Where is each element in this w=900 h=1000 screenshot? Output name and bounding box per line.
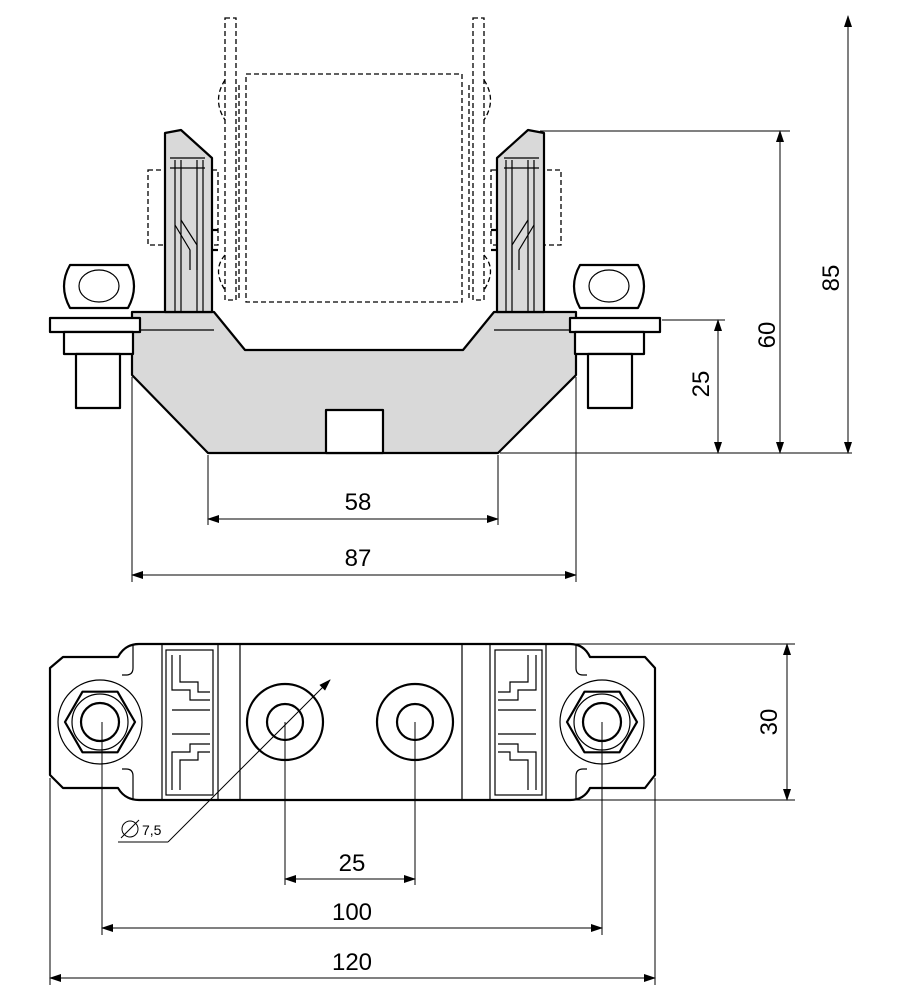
left-clip-top-view bbox=[165, 649, 214, 796]
dimension-87: 87 bbox=[131, 545, 577, 579]
dimension-120: 120 bbox=[49, 949, 656, 982]
left-terminal-screw bbox=[48, 263, 142, 410]
dim-85-label: 85 bbox=[818, 265, 845, 292]
base-plate-outline bbox=[48, 642, 657, 802]
right-contact-clip bbox=[491, 128, 546, 314]
dimension-25-spacing: 25 bbox=[284, 850, 416, 883]
left-terminal-nut bbox=[57, 679, 143, 765]
dim-58-label: 58 bbox=[345, 489, 372, 516]
dimension-25-height: 25 bbox=[688, 319, 722, 454]
dim-120-label: 120 bbox=[332, 949, 372, 976]
dim-30-label: 30 bbox=[756, 709, 783, 736]
dim-25-height-label: 25 bbox=[688, 371, 715, 398]
dimension-58: 58 bbox=[207, 489, 499, 523]
dim-60-label: 60 bbox=[754, 322, 781, 349]
base-body bbox=[130, 310, 578, 455]
dim-100-label: 100 bbox=[332, 899, 372, 926]
diameter-symbol-icon bbox=[121, 820, 139, 838]
center-mounting-boss bbox=[324, 408, 385, 455]
right-terminal-screw bbox=[568, 263, 662, 410]
dimension-60: 60 bbox=[754, 130, 784, 454]
dim-25-spacing-label: 25 bbox=[339, 850, 366, 877]
left-contact-clip bbox=[163, 128, 218, 314]
dimension-100: 100 bbox=[101, 899, 603, 932]
front-view: 58 87 25 60 85 bbox=[48, 15, 852, 582]
dimension-30: 30 bbox=[756, 643, 791, 801]
right-clip-top-view bbox=[494, 649, 543, 796]
top-extension-lines bbox=[49, 643, 795, 985]
dimension-85: 85 bbox=[818, 15, 852, 454]
dim-87-label: 87 bbox=[345, 545, 372, 572]
hole-diameter-label: 7,5 bbox=[142, 822, 162, 838]
hole-diameter-callout: 7,5 bbox=[118, 679, 331, 843]
top-view: 7,5 25 100 120 30 bbox=[48, 642, 795, 985]
